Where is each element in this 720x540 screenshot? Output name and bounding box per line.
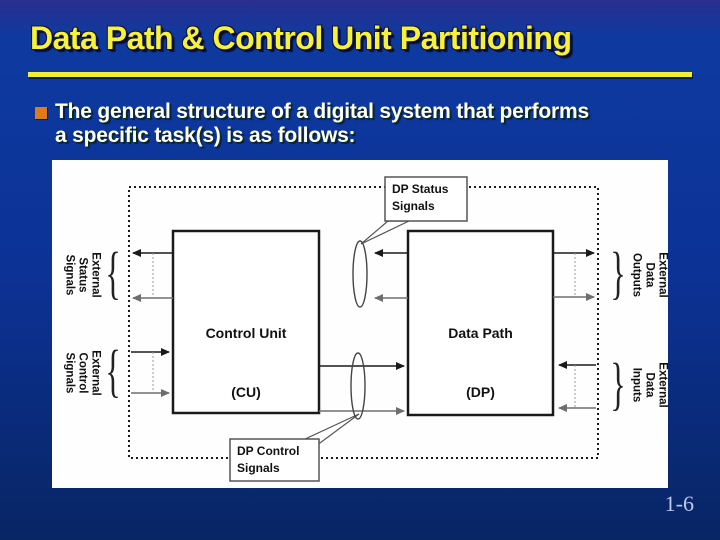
data-path-title: Data Path xyxy=(448,325,513,341)
data-path-abbrev: (DP) xyxy=(466,384,495,400)
external-status-signals-label: External Status Signals xyxy=(63,252,102,298)
control-group-brace: { xyxy=(105,337,121,403)
control-unit-title: Control Unit xyxy=(205,325,287,341)
dp-status-callout-label: DP Status Signals xyxy=(392,182,449,213)
dp-control-callout-label: DP Control Signals xyxy=(237,444,300,475)
control-bus-ellipse xyxy=(350,352,366,420)
dp-status-callout-box xyxy=(384,176,468,222)
status-bus-ellipse xyxy=(352,240,368,308)
data-path-box xyxy=(406,229,555,417)
bullet-marker xyxy=(35,107,47,119)
diagram-panel: Control Unit (CU) Data Path (DP) DP Stat… xyxy=(52,160,669,488)
slide-title: Data Path & Control Unit Partitioning xyxy=(30,20,572,56)
status-callout-pointer xyxy=(360,220,410,245)
external-data-outputs-label: External Data Outputs xyxy=(630,252,669,298)
output-group-brace: } xyxy=(610,239,626,305)
bullet-text: The general structure of a digital syste… xyxy=(55,100,589,147)
page-number: 1-6 xyxy=(664,491,694,516)
status-group-brace: { xyxy=(105,239,121,305)
external-control-signals-label: External Control Signals xyxy=(63,350,102,396)
diagram-canvas xyxy=(128,176,599,482)
control-unit-box xyxy=(171,229,321,415)
title-underline xyxy=(28,72,692,77)
control-unit-abbrev: (CU) xyxy=(231,384,261,400)
dp-control-callout-box xyxy=(229,438,320,482)
external-data-inputs-label: External Data Inputs xyxy=(630,362,669,408)
input-group-brace: } xyxy=(610,350,626,416)
